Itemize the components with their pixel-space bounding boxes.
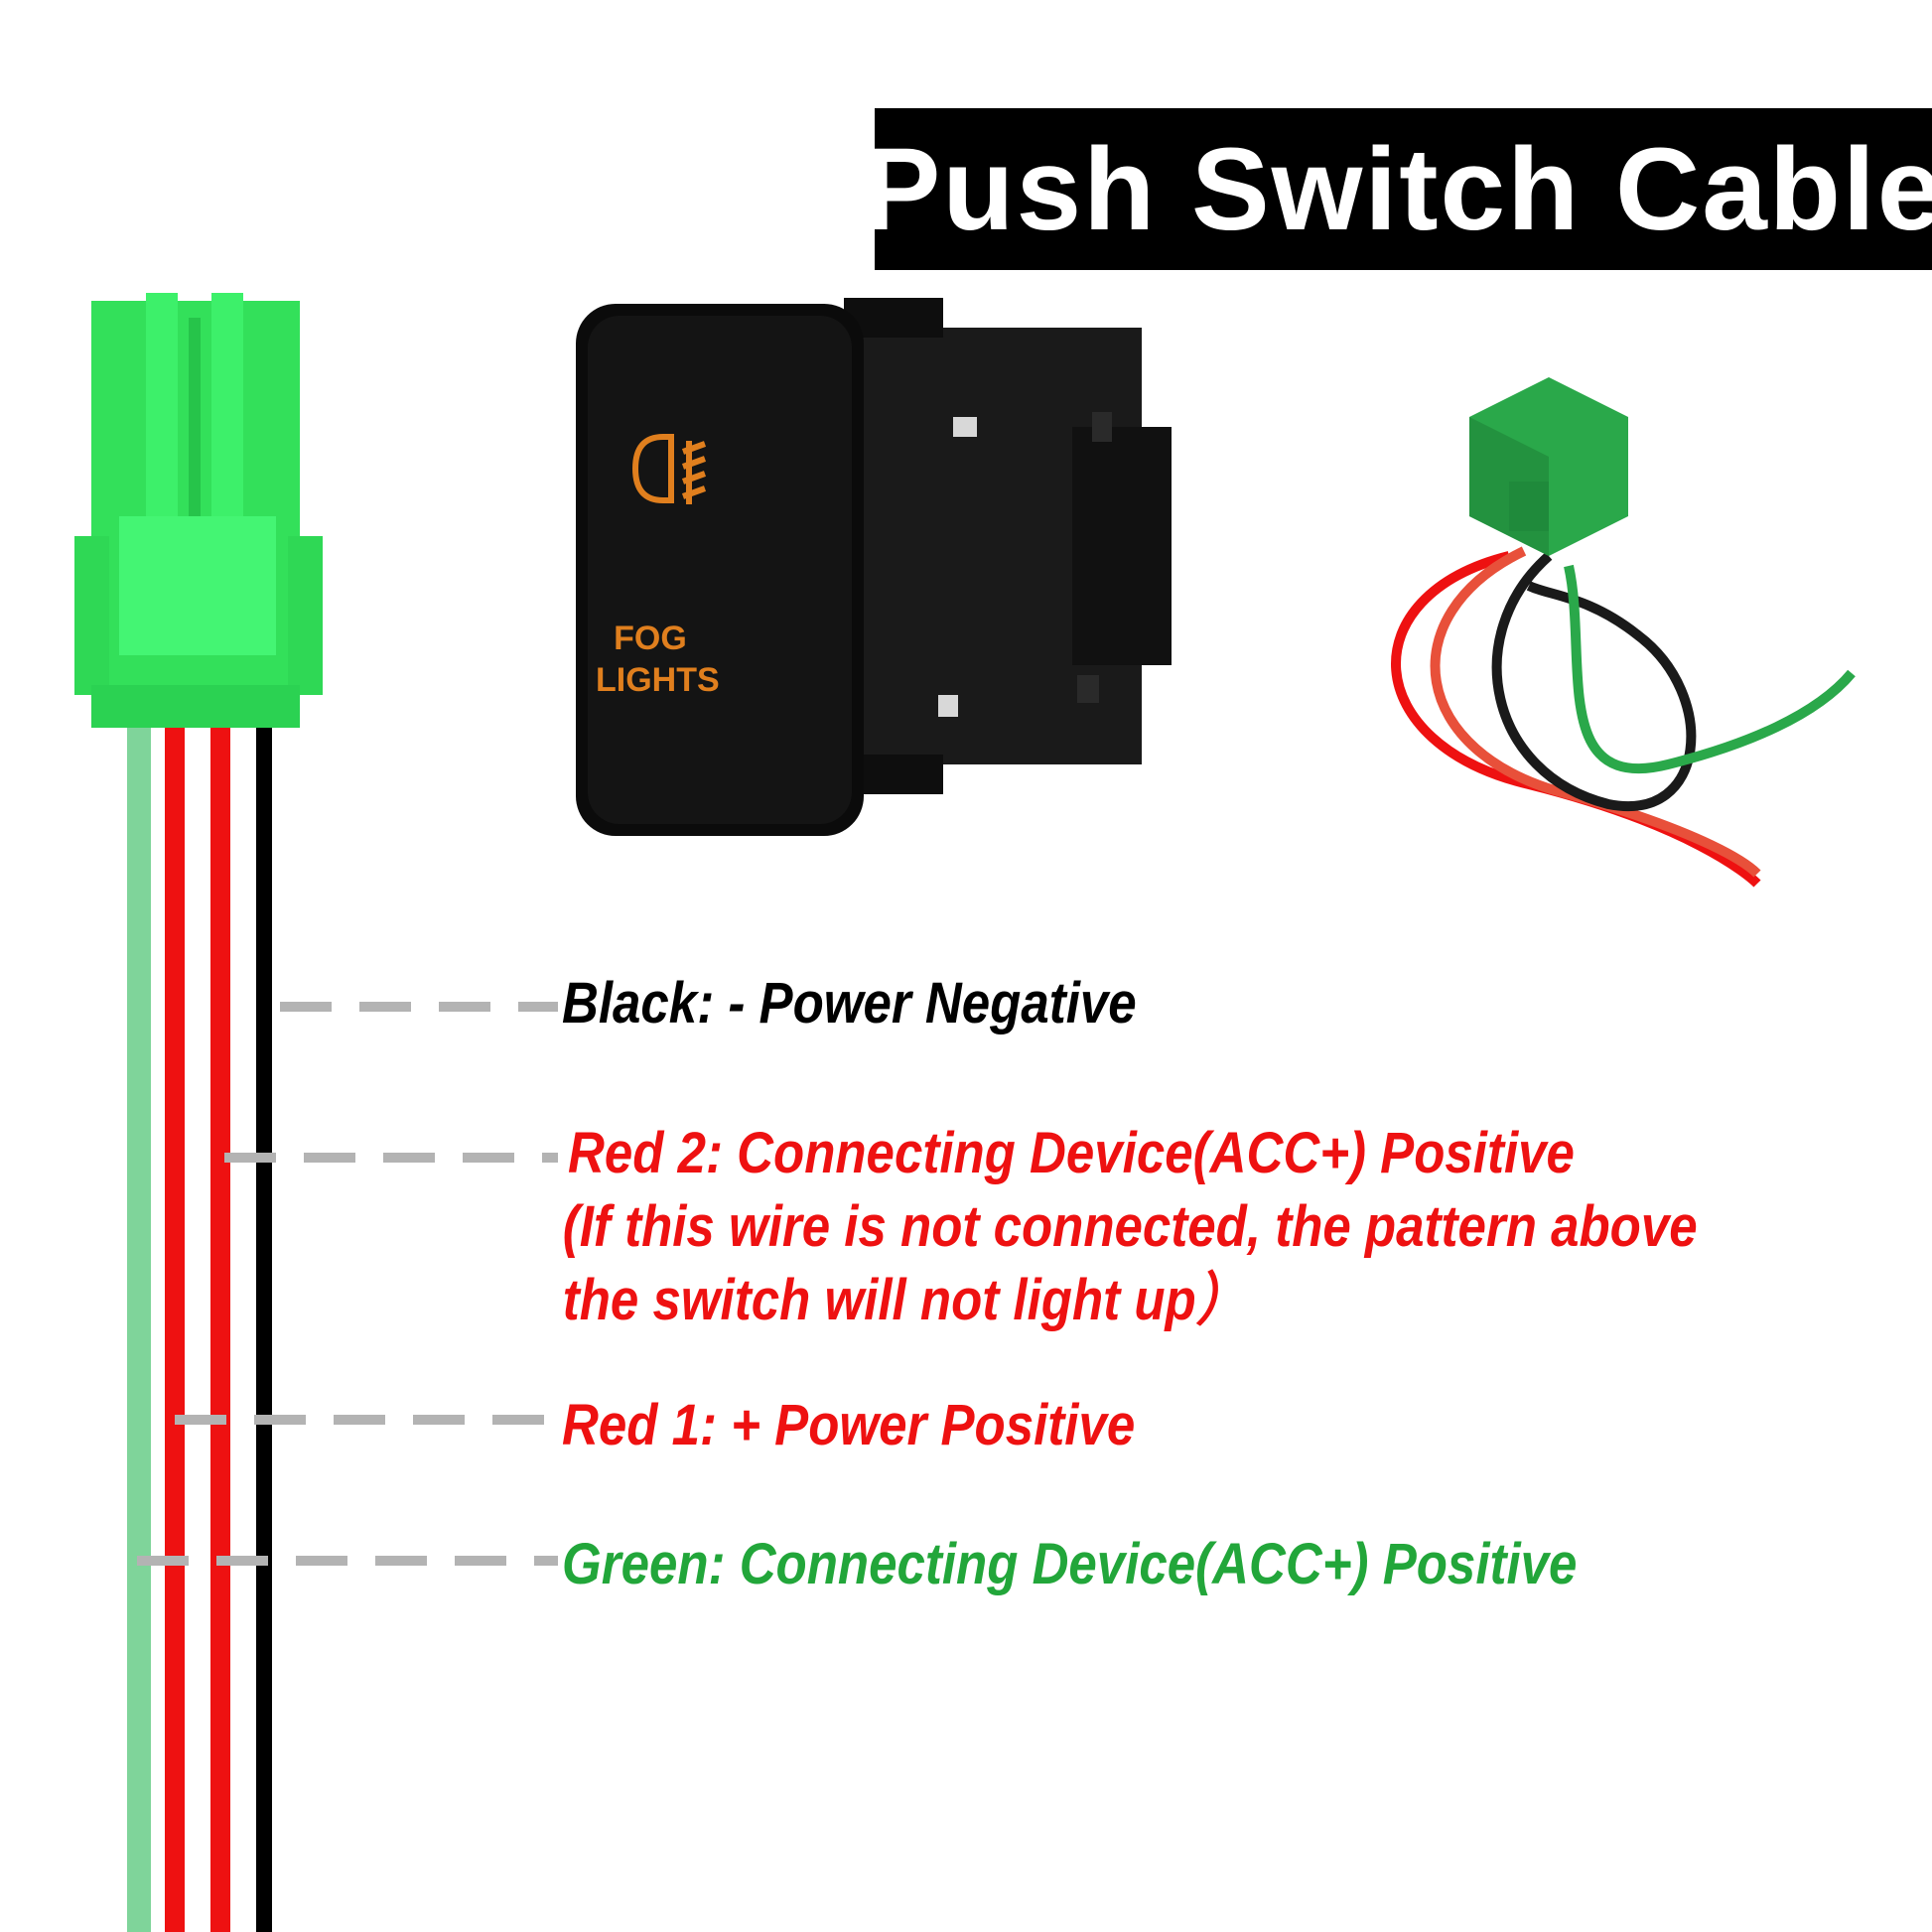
fog-light-switch (576, 298, 1172, 836)
wire-label-red-2-main: Red 2: Connecting Device(ACC+) Positive (568, 1121, 1575, 1185)
wire-label-green: Green: Connecting Device(ACC+) Positive (562, 1532, 1578, 1596)
wire-white-gap (151, 693, 165, 1932)
switch-label-line2: LIGHTS (596, 661, 720, 699)
wire-label-red-2-note1: (If this wire is not connected, the patt… (562, 1194, 1698, 1259)
wire-red-1 (165, 693, 185, 1932)
wire-label-red-2-note2: the switch will not light up） (562, 1268, 1247, 1332)
page-title: Push Switch Cable (862, 123, 1932, 255)
connector-large (74, 293, 323, 728)
wire-black (256, 693, 272, 1932)
connector-small-harness (1391, 377, 1856, 888)
wire-label-red-1: Red 1: + Power Positive (562, 1393, 1136, 1457)
wire-white-gap (185, 693, 210, 1932)
vertical-wires (127, 693, 272, 1932)
wire-label-red-2: Red 2: Connecting Device(ACC+) Positive … (563, 1117, 1698, 1337)
wire-white-gap (230, 693, 256, 1932)
leader-lines (137, 1002, 558, 1566)
switch-label-line1: FOG (614, 620, 687, 657)
wire-red-2 (210, 693, 230, 1932)
wire-green (127, 693, 151, 1932)
switch-label: FOG LIGHTS (596, 618, 720, 701)
title-banner: Push Switch Cable (863, 108, 1932, 270)
wire-label-black: Black: - Power Negative (562, 971, 1137, 1035)
fog-light-icon (631, 434, 707, 504)
